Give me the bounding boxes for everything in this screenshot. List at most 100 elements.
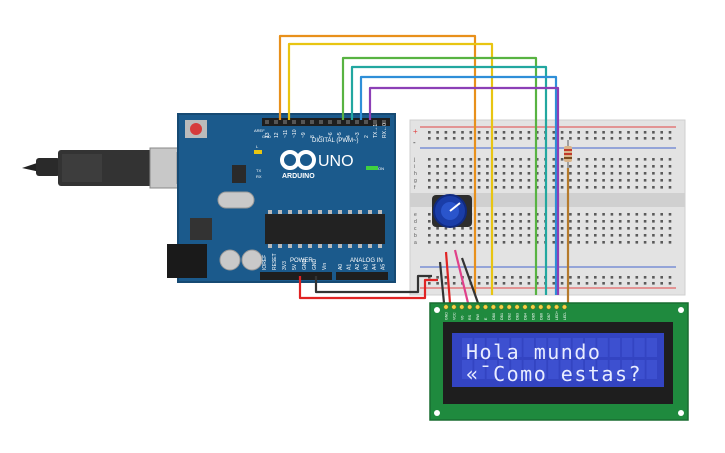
breadboard-hole[interactable] — [535, 276, 539, 279]
breadboard-hole[interactable] — [635, 220, 639, 223]
breadboard-hole[interactable] — [627, 131, 630, 134]
breadboard-hole[interactable] — [511, 241, 514, 244]
breadboard-hole[interactable] — [635, 227, 639, 230]
breadboard-hole[interactable] — [527, 165, 531, 168]
breadboard-hole[interactable] — [436, 234, 439, 237]
breadboard-hole[interactable] — [652, 241, 655, 244]
breadboard-hole[interactable] — [602, 276, 605, 279]
breadboard-hole[interactable] — [502, 282, 506, 285]
breadboard-hole[interactable] — [527, 137, 531, 140]
power-header[interactable] — [260, 272, 332, 280]
digital-header[interactable] — [262, 118, 390, 126]
breadboard-hole[interactable] — [486, 172, 489, 175]
breadboard-hole[interactable] — [519, 158, 522, 161]
breadboard-hole[interactable] — [436, 227, 439, 230]
breadboard-hole[interactable] — [660, 227, 663, 230]
breadboard-hole[interactable] — [635, 241, 639, 244]
breadboard-hole[interactable] — [560, 276, 564, 279]
breadboard-hole[interactable] — [527, 213, 531, 216]
breadboard-hole[interactable] — [577, 172, 580, 175]
breadboard-hole[interactable] — [668, 276, 672, 279]
breadboard-hole[interactable] — [618, 282, 622, 285]
breadboard-hole[interactable] — [494, 186, 497, 189]
breadboard-hole[interactable] — [452, 241, 456, 244]
breadboard-hole[interactable] — [452, 165, 456, 168]
breadboard-hole[interactable] — [502, 137, 506, 140]
breadboard-hole[interactable] — [560, 227, 564, 230]
breadboard-hole[interactable] — [486, 186, 489, 189]
breadboard-hole[interactable] — [535, 165, 539, 168]
reset-button-icon[interactable] — [185, 120, 207, 138]
breadboard-hole[interactable] — [444, 241, 448, 244]
breadboard-hole[interactable] — [511, 158, 514, 161]
breadboard-hole[interactable] — [560, 179, 564, 182]
breadboard-hole[interactable] — [511, 179, 514, 182]
breadboard-hole[interactable] — [652, 179, 655, 182]
breadboard-hole[interactable] — [560, 131, 564, 134]
breadboard-hole[interactable] — [585, 131, 589, 134]
breadboard-hole[interactable] — [627, 276, 630, 279]
breadboard-hole[interactable] — [535, 220, 539, 223]
breadboard-hole[interactable] — [428, 165, 431, 168]
breadboard-hole[interactable] — [594, 131, 597, 134]
breadboard-hole[interactable] — [643, 172, 647, 175]
breadboard-hole[interactable] — [552, 276, 556, 279]
wires[interactable] — [278, 34, 570, 304]
breadboard-hole[interactable] — [577, 241, 580, 244]
breadboard-hole[interactable] — [452, 137, 456, 140]
breadboard-hole[interactable] — [511, 282, 514, 285]
breadboard-hole[interactable] — [585, 276, 589, 279]
breadboard-hole[interactable] — [585, 234, 589, 237]
breadboard-hole[interactable] — [652, 158, 655, 161]
breadboard-hole[interactable] — [660, 234, 663, 237]
potentiometer-icon[interactable] — [432, 194, 472, 228]
breadboard-hole[interactable] — [535, 137, 539, 140]
breadboard-hole[interactable] — [569, 276, 572, 279]
breadboard-hole[interactable] — [502, 227, 506, 230]
breadboard-hole[interactable] — [428, 172, 431, 175]
lcd-pin[interactable] — [451, 304, 457, 310]
breadboard-hole[interactable] — [486, 213, 489, 216]
breadboard-hole[interactable] — [511, 227, 514, 230]
breadboard-hole[interactable] — [569, 165, 572, 168]
wire-orange[interactable] — [278, 34, 477, 295]
breadboard-hole[interactable] — [635, 158, 639, 161]
breadboard-hole[interactable] — [635, 172, 639, 175]
breadboard-hole[interactable] — [477, 186, 481, 189]
breadboard-hole[interactable] — [585, 220, 589, 223]
breadboard-hole[interactable] — [643, 282, 647, 285]
breadboard-hole[interactable] — [428, 158, 431, 161]
breadboard-hole[interactable] — [577, 227, 580, 230]
breadboard-hole[interactable] — [618, 227, 622, 230]
breadboard-hole[interactable] — [635, 276, 639, 279]
breadboard-hole[interactable] — [469, 234, 473, 237]
breadboard-hole[interactable] — [635, 165, 639, 168]
breadboard-hole[interactable] — [652, 234, 655, 237]
lcd-pin[interactable] — [475, 304, 481, 310]
breadboard-hole[interactable] — [535, 241, 539, 244]
breadboard-hole[interactable] — [635, 186, 639, 189]
breadboard-hole[interactable] — [469, 165, 473, 168]
breadboard-hole[interactable] — [444, 179, 448, 182]
breadboard-hole[interactable] — [428, 282, 431, 285]
lcd-pin[interactable] — [459, 304, 465, 310]
breadboard-hole[interactable] — [585, 186, 589, 189]
breadboard-hole[interactable] — [627, 234, 630, 237]
breadboard-hole[interactable] — [477, 172, 481, 175]
breadboard-hole[interactable] — [452, 131, 456, 134]
breadboard-hole[interactable] — [602, 213, 605, 216]
breadboard-hole[interactable] — [577, 213, 580, 216]
breadboard-hole[interactable] — [535, 158, 539, 161]
breadboard-hole[interactable] — [494, 220, 497, 223]
breadboard-hole[interactable] — [602, 165, 605, 168]
breadboard-hole[interactable] — [428, 241, 431, 244]
breadboard-hole[interactable] — [494, 234, 497, 237]
lcd-pin[interactable] — [546, 304, 552, 310]
breadboard-hole[interactable] — [585, 158, 589, 161]
breadboard-hole[interactable] — [660, 276, 663, 279]
breadboard-hole[interactable] — [610, 137, 614, 140]
breadboard-hole[interactable] — [577, 220, 580, 223]
breadboard-hole[interactable] — [494, 213, 497, 216]
breadboard-hole[interactable] — [486, 241, 489, 244]
breadboard-hole[interactable] — [535, 131, 539, 134]
